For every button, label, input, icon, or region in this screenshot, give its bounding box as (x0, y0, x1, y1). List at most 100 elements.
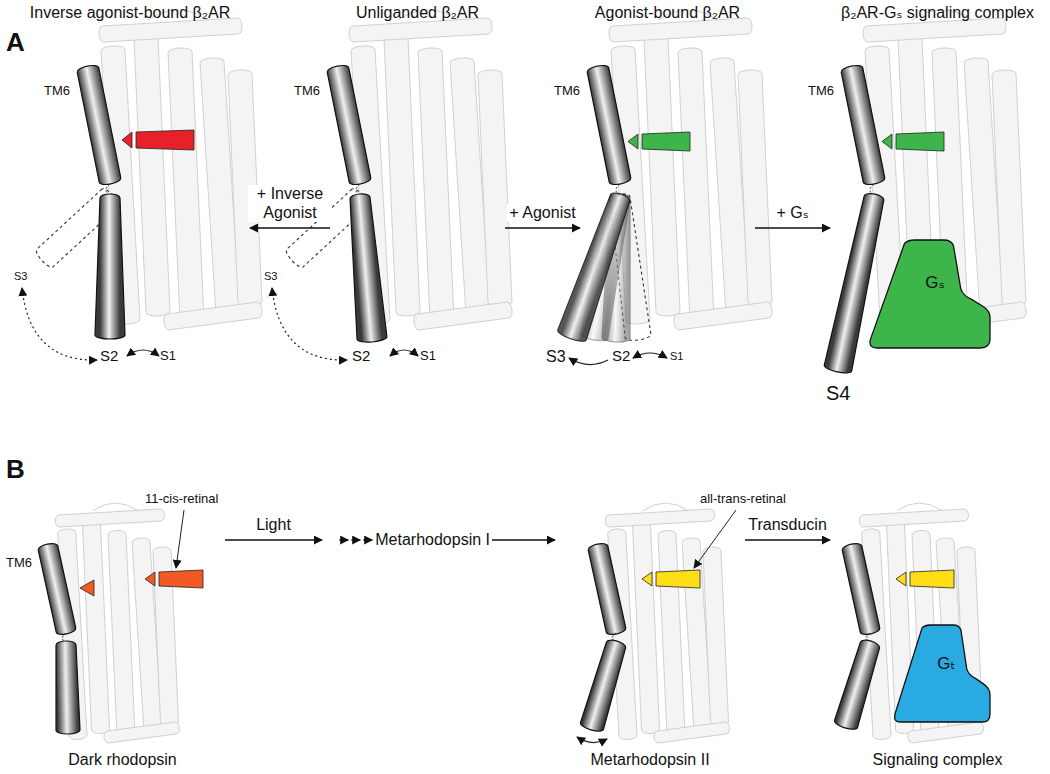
state-panel: Metarhodopsin II (555, 480, 745, 772)
tm6-helix (588, 544, 626, 635)
tm6-helix (580, 640, 625, 731)
part-label: S3 (14, 270, 27, 282)
transition-arrow (250, 227, 330, 229)
receptor (577, 503, 736, 743)
part-label: S1 (160, 349, 176, 363)
ligand-tip (896, 572, 906, 586)
step-arrow (351, 539, 360, 540)
g-protein-shape: Gₜ (893, 625, 990, 722)
tm6-helix (350, 194, 387, 342)
state-title: Inverse agonist-bound β₂AR (30, 4, 230, 22)
ligand-body (642, 132, 690, 151)
motion-arrow (577, 737, 607, 743)
part-label: TM6 (44, 84, 70, 98)
g-protein-body (895, 625, 990, 722)
part-label: TM6 (554, 84, 580, 98)
loop (93, 503, 138, 511)
part-label: S3 (264, 270, 277, 282)
ligand-body (136, 130, 194, 150)
ligand-tip (642, 572, 652, 586)
part-label: TM6 (6, 556, 32, 570)
receptor (558, 10, 772, 365)
state-panel: Inverse agonist-bound β₂AR (10, 0, 250, 380)
g-protein-label: Gₜ (937, 654, 955, 674)
ligand-body (159, 570, 203, 588)
retinal-fragment (80, 580, 94, 596)
ligand-tip (122, 132, 132, 148)
edge-label: + Agonist (507, 204, 577, 222)
transition-arrow (492, 539, 555, 541)
helix-cylinder (703, 547, 728, 726)
state-title: Agonist-bound β₂AR (595, 4, 740, 22)
helix-cylinder (414, 302, 512, 330)
helix-cylinder (349, 18, 492, 42)
part-label: TM6 (294, 84, 320, 98)
helix-cylinder (384, 34, 420, 316)
part-label: S2 (352, 348, 370, 365)
leader-line (694, 510, 736, 568)
g-protein-body (870, 240, 990, 348)
state-title: Dark rhodopsin (68, 751, 177, 769)
g-protein-outline (868, 240, 990, 348)
receptor (22, 10, 262, 360)
edge-label: + Gₛ (774, 204, 810, 222)
receptor (824, 10, 1026, 373)
part-label: S1 (670, 350, 683, 362)
tm6-helix (77, 66, 121, 185)
helix-cylinder (104, 722, 180, 743)
helix-cylinder (134, 34, 170, 316)
part-label: S3 (546, 348, 566, 366)
helix-cylinder (478, 70, 512, 306)
motion-arrow (272, 288, 347, 360)
helix-cylinder (633, 520, 660, 734)
ligand-tip (145, 572, 155, 586)
ligand-tip (882, 134, 892, 149)
helix-cylinder (168, 48, 204, 324)
part-label: TM6 (808, 84, 834, 98)
g-protein-label: Gₛ (925, 273, 945, 293)
part-label: S1 (420, 349, 436, 363)
helix-cylinder (83, 520, 110, 734)
part-label: S2 (612, 348, 630, 365)
tm6-helix (56, 641, 80, 734)
helix-cylinder (908, 722, 984, 743)
g-protein-outline (893, 625, 990, 722)
helix-cylinder (863, 18, 1006, 42)
part-label: S2 (100, 348, 118, 365)
transition-arrow (755, 227, 830, 229)
part-label: 11-cis-retinal (145, 492, 218, 506)
edge-label: Transducin (746, 516, 829, 534)
helix-cylinder (108, 530, 135, 739)
loop (897, 503, 942, 511)
state-title: Signaling complex (873, 751, 1003, 769)
helix-cylinder (609, 18, 752, 42)
motion-arrow (22, 288, 97, 360)
loop (643, 503, 688, 511)
helix-cylinder (164, 302, 262, 330)
tm6-helix (327, 66, 371, 185)
helix-cylinder (418, 48, 454, 324)
state-panel: Unliganded β₂AR (330, 0, 505, 380)
state-title: Metarhodopsin I (375, 531, 490, 549)
helix-cylinder (738, 70, 772, 306)
helix-cylinder (859, 509, 968, 527)
panel-letter: A (6, 28, 25, 57)
ligand-body (656, 570, 700, 588)
panel-letter: B (6, 455, 25, 484)
state-title: Metarhodopsin II (590, 751, 709, 769)
helix-cylinder (992, 70, 1026, 306)
state-title: β₂AR-Gₛ signaling complex (841, 4, 1034, 22)
helix-cylinder (55, 509, 164, 527)
tm6-helix (38, 544, 76, 635)
step-arrow (363, 539, 372, 540)
step-arrow (339, 539, 348, 540)
transition-arrow (505, 227, 580, 229)
receptor (38, 503, 203, 743)
helix-cylinder (654, 722, 730, 743)
tm6-helix (841, 66, 885, 185)
state-panel: Dark rhodopsin (20, 480, 225, 772)
motion-arrow (127, 350, 159, 356)
helix-cylinder (674, 302, 772, 330)
